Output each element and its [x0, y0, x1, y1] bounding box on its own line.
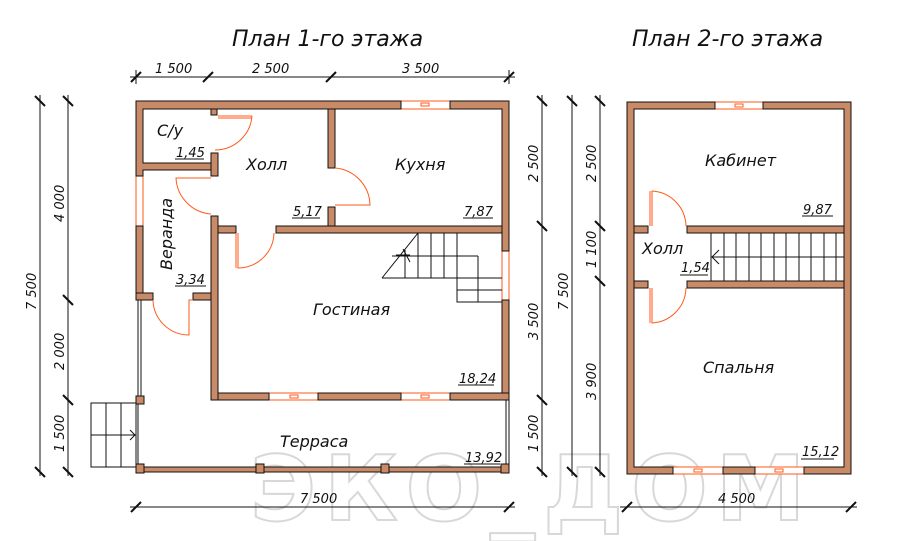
staircase-plan-1 [381, 232, 502, 303]
plan-2-title: План 2-го этажа [632, 27, 823, 52]
dim-label: 7 500 [25, 273, 40, 310]
dimensions-top [130, 70, 515, 84]
dimensions-right-plan-1 [536, 95, 548, 478]
room-name: Холл [641, 239, 683, 258]
dim-label: 4 000 [53, 185, 68, 222]
dim-label: 2 000 [53, 333, 68, 370]
dim-label: 2 500 [252, 62, 289, 77]
room-area: 7,87 [464, 205, 494, 220]
dimension-bottom [130, 501, 515, 513]
dim-label: 1 500 [155, 62, 192, 77]
dim-label: 1 500 [53, 415, 68, 452]
dim-label: 2 500 [527, 145, 542, 182]
dim-label: 3 500 [527, 303, 542, 340]
room-name: Кабинет [705, 151, 777, 170]
room-area: 3,34 [176, 273, 205, 288]
doors-plan-2 [649, 190, 687, 324]
dim-label: 3 900 [585, 363, 600, 400]
room-area: 9,87 [803, 203, 833, 218]
room-name: Гостиная [313, 300, 390, 319]
dim-label: 7 500 [557, 273, 572, 310]
room-area: 15,12 [802, 445, 839, 460]
room-name: Терраса [280, 432, 348, 451]
room-area: 1,45 [176, 146, 205, 161]
dim-label: 1 500 [527, 415, 542, 452]
room-name: Кухня [395, 155, 446, 174]
dimensions-plan-2 [566, 95, 857, 513]
plan-1: С/у 1,45 Холл 5,17 Кухня 7,87 Веранда 3,… [25, 62, 548, 513]
room-area: 18,24 [459, 372, 496, 387]
room-area: 5,17 [293, 205, 323, 220]
dim-label: 3 500 [402, 62, 439, 77]
room-area: 1,54 [681, 261, 710, 276]
room-name: Спальня [703, 358, 775, 377]
dim-label: 7 500 [300, 492, 337, 507]
room-name: Веранда [157, 198, 176, 270]
terrace-structure [135, 300, 510, 474]
dim-label: 1 100 [585, 231, 600, 268]
dimensions-left [34, 95, 74, 478]
doors-plan-1 [152, 115, 371, 336]
walls-plan-1 [135, 100, 510, 401]
watermark: ЭКО_ДОМ [250, 437, 813, 541]
walls-plan-2 [626, 101, 852, 475]
entrance-steps [90, 402, 137, 468]
room-area: 13,92 [465, 451, 502, 466]
staircase-plan-2 [710, 232, 845, 282]
dim-label: 2 500 [585, 145, 600, 182]
room-name: С/у [157, 121, 184, 140]
dim-label: 4 500 [718, 492, 755, 507]
room-name: Холл [245, 155, 287, 174]
plan-1-title: План 1-го этажа [232, 27, 423, 52]
plan-2: 7 500 2 500 1 100 3 900 4 500 [557, 95, 857, 513]
